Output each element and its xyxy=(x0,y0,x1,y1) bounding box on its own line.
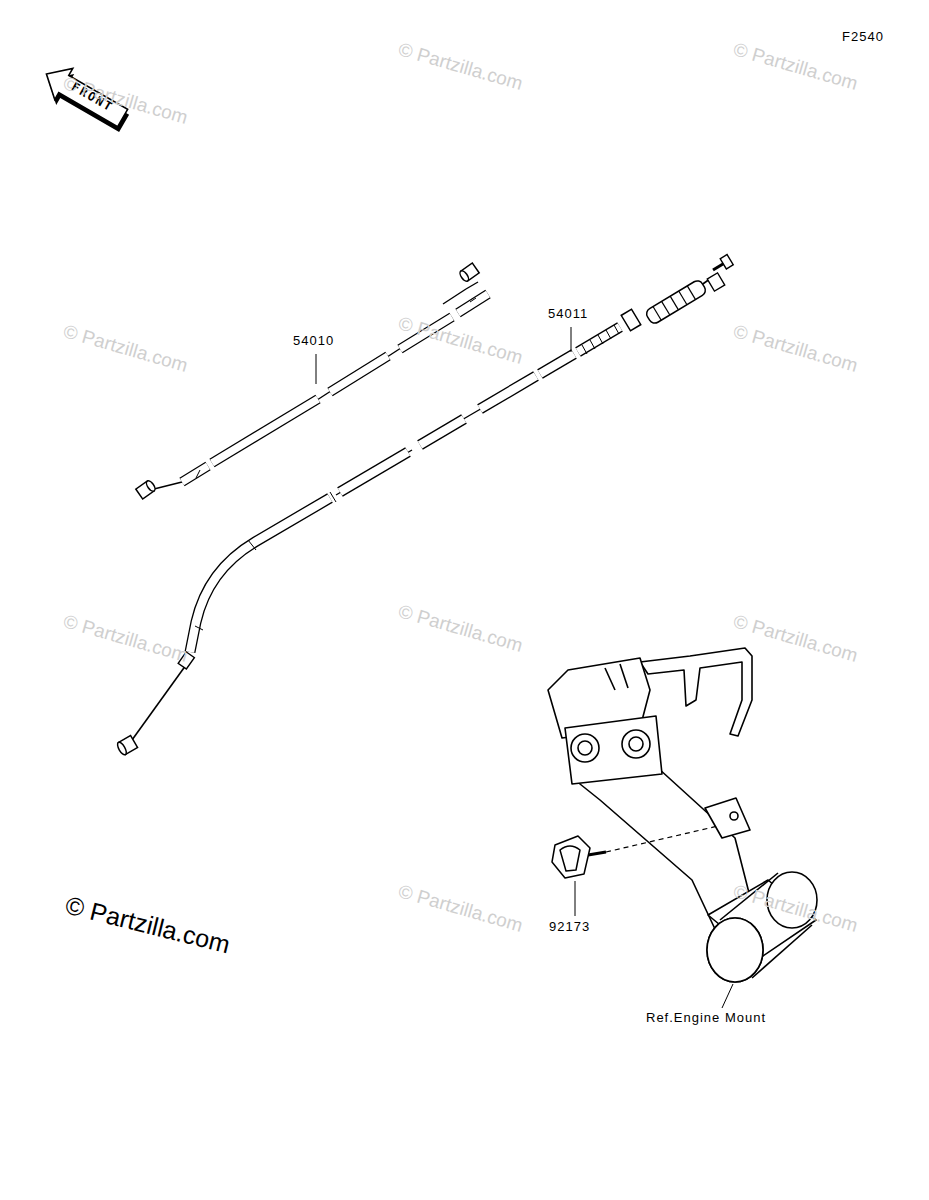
figure-code: F2540 xyxy=(842,30,884,45)
cable-54010 xyxy=(136,263,488,499)
cable-54011 xyxy=(116,255,733,757)
clip-92173 xyxy=(552,826,718,878)
part-number: 54010 xyxy=(293,334,334,349)
watermark: © Partzilla.com xyxy=(731,880,860,936)
watermark: © Partzilla.com xyxy=(61,610,190,666)
watermark: © Partzilla.com xyxy=(396,312,525,368)
part-number: 92173 xyxy=(549,920,590,935)
watermark: © Partzilla.com xyxy=(61,320,190,376)
watermark: © Partzilla.com xyxy=(63,890,233,959)
watermark: © Partzilla.com xyxy=(61,72,190,128)
watermark: © Partzilla.com xyxy=(396,38,525,94)
watermark: © Partzilla.com xyxy=(731,38,860,94)
reference-label: Ref.Engine Mount xyxy=(646,1011,766,1026)
watermark: © Partzilla.com xyxy=(396,880,525,936)
leader-lines xyxy=(316,327,733,1008)
watermark: © Partzilla.com xyxy=(731,320,860,376)
watermark: © Partzilla.com xyxy=(396,600,525,656)
part-number: 54011 xyxy=(548,307,588,322)
watermark: © Partzilla.com xyxy=(731,610,860,666)
engine-mount-bracket xyxy=(548,648,817,982)
